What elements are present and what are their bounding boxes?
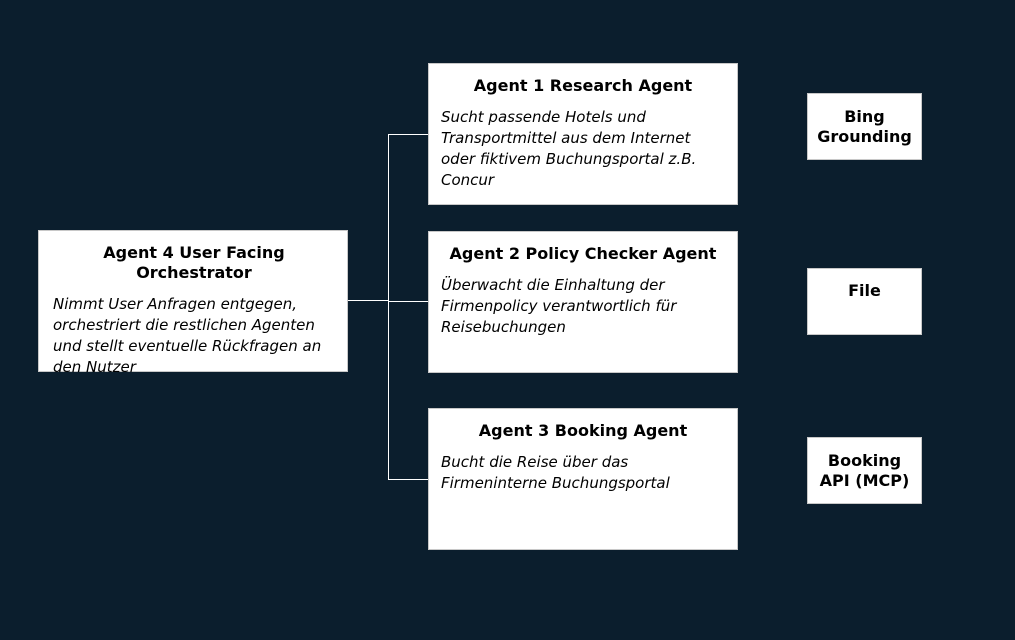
tool-file: File (807, 268, 922, 335)
research-agent-title: Agent 1 Research Agent (473, 76, 693, 95)
orchestrator-agent-description: Nimmt User Anfragen entgegen, orchestrie… (53, 295, 322, 376)
policy-checker-agent-box: Agent 2 Policy Checker Agent Überwacht d… (428, 231, 738, 373)
orchestrator-agent-box: Agent 4 User Facing Orchestrator Nimmt U… (38, 230, 348, 376)
research-agent-description: Sucht passende Hotels und Transportmitte… (441, 108, 697, 189)
policy-checker-agent-title: Agent 2 Policy Checker Agent (449, 244, 717, 263)
policy-checker-agent-description: Überwacht die Einhaltung der Firmenpolic… (441, 276, 677, 336)
orchestrator-agent-title: Agent 4 User Facing Orchestrator (103, 243, 285, 282)
booking-agent-title: Agent 3 Booking Agent (478, 421, 688, 440)
booking-agent-description: Bucht die Reise über das Firmeninterne B… (441, 453, 670, 492)
tool-booking-api: Booking API (MCP) (807, 437, 922, 504)
tool-bing-grounding: Bing Grounding (807, 93, 922, 160)
research-agent-box: Agent 1 Research Agent Sucht passende Ho… (428, 63, 738, 205)
booking-agent-box: Agent 3 Booking Agent Bucht die Reise üb… (428, 408, 738, 550)
